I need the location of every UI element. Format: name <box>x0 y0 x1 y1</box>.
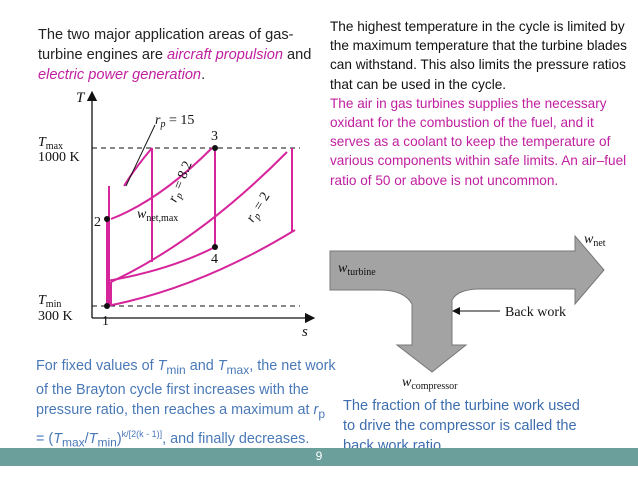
state-label-2: 2 <box>94 215 101 230</box>
wcompressor-label: wcompressor <box>402 375 458 392</box>
isobar-rp15-high <box>123 147 153 187</box>
rp82-label: rp = 8.2 <box>166 159 198 205</box>
s-axis-label: s <box>302 324 308 340</box>
state-point-3 <box>212 145 218 151</box>
right-column-text: The highest temperature in the cycle is … <box>330 17 628 190</box>
isobar-rp8-high <box>110 147 213 220</box>
footer-bar <box>0 448 638 466</box>
isobar-rp2-high <box>110 151 288 283</box>
work-arrow-diagram: wturbine wnet Back work wcompressor <box>329 232 606 392</box>
isobar-rp8-low <box>106 246 216 282</box>
rp15-label: rp = 15 <box>155 113 194 130</box>
back-work-ratio-text: The fraction of the turbine work used to… <box>343 398 580 454</box>
highlight-electric-power: electric power generation <box>38 67 202 83</box>
state-point-4 <box>212 244 218 250</box>
isobar-low-pressure <box>106 229 296 307</box>
rp2-label: rp = 2 <box>244 190 276 226</box>
wnet-max-label: wnet,max <box>137 207 178 224</box>
ts-diagram: T s Tmax 1000 K Tmin 300 K rp = 15 rp = … <box>38 90 316 340</box>
intro-text: The two major application areas of gas-t… <box>38 27 312 83</box>
state-label-1: 1 <box>102 314 109 329</box>
turbine-work-arrow <box>329 234 605 373</box>
rp15-leader <box>125 124 156 187</box>
highlight-aircraft-propulsion: aircraft propulsion <box>167 47 283 63</box>
state-point-1 <box>104 303 110 309</box>
paragraph-air-oxidant: The air in gas turbines supplies the nec… <box>330 95 627 188</box>
paragraph-turbine-temperature: The highest temperature in the cycle is … <box>330 19 627 92</box>
tmin-label: Tmin <box>38 293 61 310</box>
brayton-net-work-text: For fixed values of Tmin and Tmax, the n… <box>36 358 336 450</box>
tmax-value: 1000 K <box>38 150 80 165</box>
back-work-label: Back work <box>505 305 566 320</box>
t-axis-label: T <box>76 90 86 106</box>
state-point-2 <box>104 216 110 222</box>
page-number: 9 <box>315 449 323 463</box>
wturbine-label: wturbine <box>338 261 376 278</box>
wnet-label: wnet <box>584 232 606 249</box>
state-label-3: 3 <box>211 129 218 144</box>
state-label-4: 4 <box>211 252 218 267</box>
tmax-label: Tmax <box>38 135 63 152</box>
tmin-value: 300 K <box>38 309 73 324</box>
